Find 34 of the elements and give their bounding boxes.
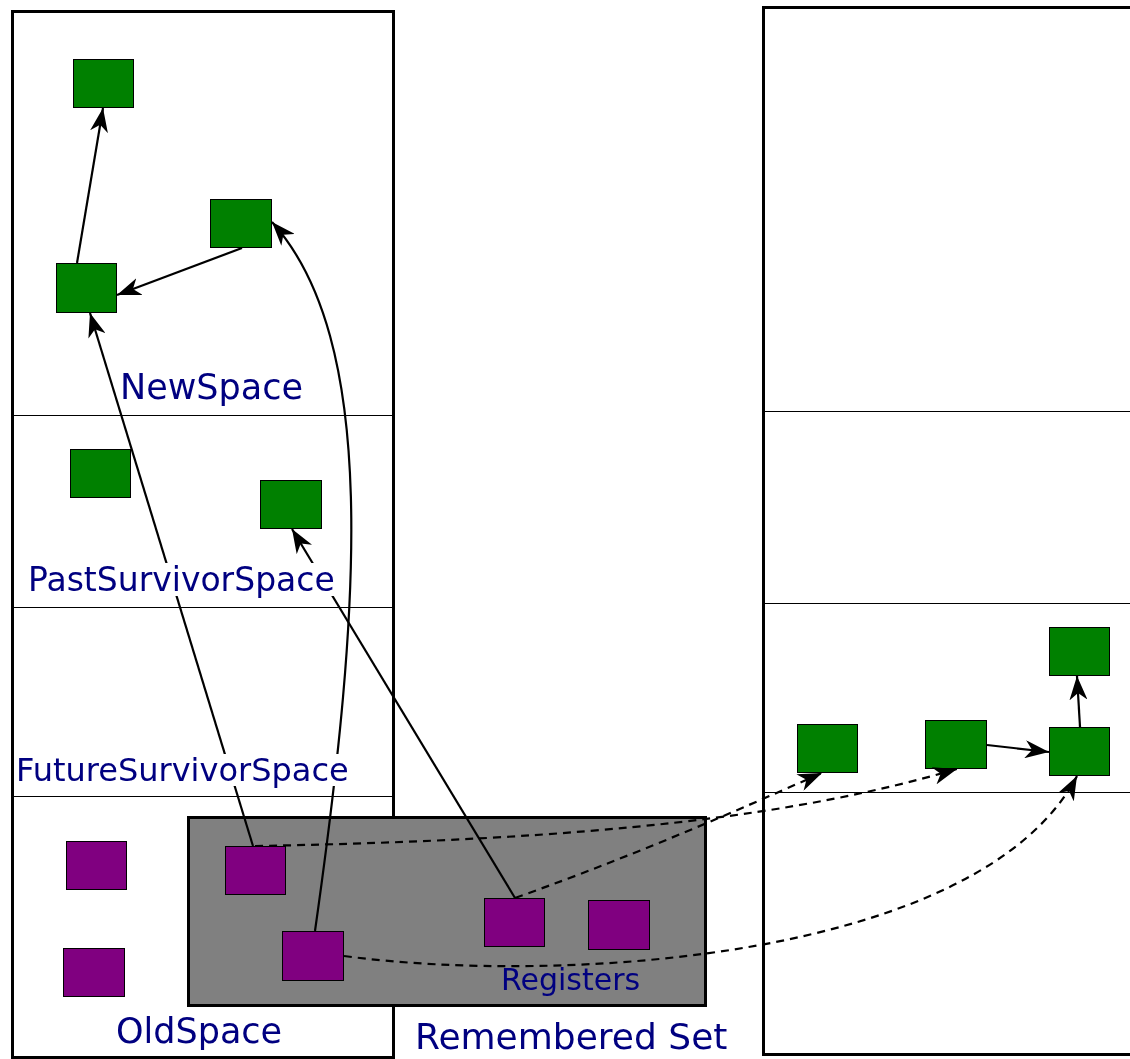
arrow [75, 107, 108, 264]
dashed-arrow [343, 775, 1078, 968]
dashed-arrow [514, 772, 823, 900]
object-block [260, 480, 322, 529]
remembered-set-area [187, 816, 707, 1007]
object-block [588, 900, 650, 950]
region-label: NewSpace [120, 370, 303, 405]
object-block [225, 846, 286, 895]
dashed-arrow [254, 766, 958, 848]
memory-panel [762, 6, 1130, 1056]
object-block [70, 449, 131, 498]
object-block [66, 841, 127, 890]
object-block [925, 720, 987, 769]
object-block [63, 948, 125, 997]
object-block [282, 931, 344, 981]
area-label: Registers [501, 965, 641, 995]
region-label: PastSurvivorSpace [28, 563, 335, 596]
area-label: Remembered Set [415, 1019, 728, 1055]
memory-panel [11, 10, 395, 1059]
arrow [986, 740, 1050, 759]
object-block [210, 199, 272, 248]
object-block [73, 59, 134, 108]
arrow [1069, 675, 1088, 728]
object-block [797, 724, 858, 773]
object-block [484, 898, 545, 947]
object-block [1049, 627, 1110, 676]
arrow [88, 312, 255, 847]
region-label: FutureSurvivorSpace [16, 754, 349, 786]
arrow [291, 528, 516, 899]
region-label: OldSpace [116, 1014, 283, 1049]
arrow [116, 246, 243, 297]
object-block [1049, 727, 1110, 776]
object-block [56, 263, 117, 313]
arrow [271, 221, 353, 932]
